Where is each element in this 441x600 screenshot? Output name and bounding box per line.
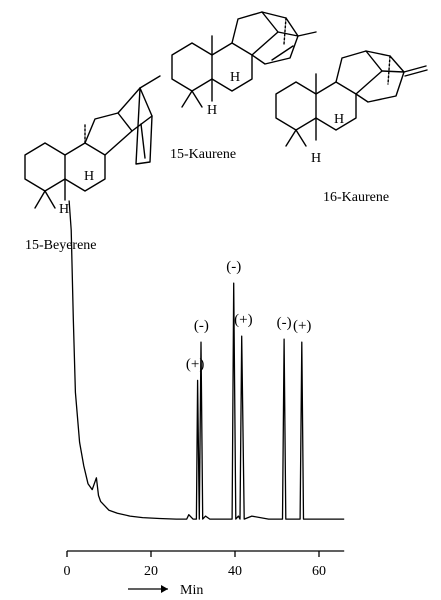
label-15-kaurene: 15-Kaurene — [170, 147, 236, 162]
peak-annotation: (-) — [277, 315, 292, 331]
label-15-beyerene: 15-Beyerene — [25, 238, 97, 253]
h-label-beyerene-2: H — [59, 202, 69, 217]
xlabel-arrow-head — [161, 585, 168, 593]
x-tick-label: 60 — [312, 564, 326, 579]
h-label-15-kaurene-1: H — [230, 70, 240, 85]
x-tick-label: 20 — [144, 564, 158, 579]
peak-annotation: (+) — [186, 356, 204, 372]
chromatogram-trace — [68, 200, 345, 520]
peak-annotation: (+) — [293, 318, 311, 334]
structure-16-kaurene — [275, 50, 428, 147]
h-label-beyerene-1: H — [84, 169, 94, 184]
peak-annotation: (+) — [234, 312, 252, 328]
peak-annotation: (-) — [194, 318, 209, 334]
peak-annotation: (-) — [226, 259, 241, 275]
x-tick-label: 0 — [64, 564, 71, 579]
h-label-16-kaurene-2: H — [311, 151, 321, 166]
structure-15-beyerene — [24, 75, 161, 209]
peak-annotations: (+)(-)(-)(+)(-)(+) — [186, 259, 312, 372]
h-label-16-kaurene-1: H — [334, 112, 344, 127]
h-label-15-kaurene-2: H — [207, 103, 217, 118]
x-tick-label: 40 — [228, 564, 242, 579]
structure-15-kaurene — [171, 11, 317, 108]
label-16-kaurene: 16-Kaurene — [323, 190, 389, 205]
x-axis-ticks: 0 20 40 60 — [64, 551, 326, 579]
xlabel: Min — [180, 583, 203, 598]
